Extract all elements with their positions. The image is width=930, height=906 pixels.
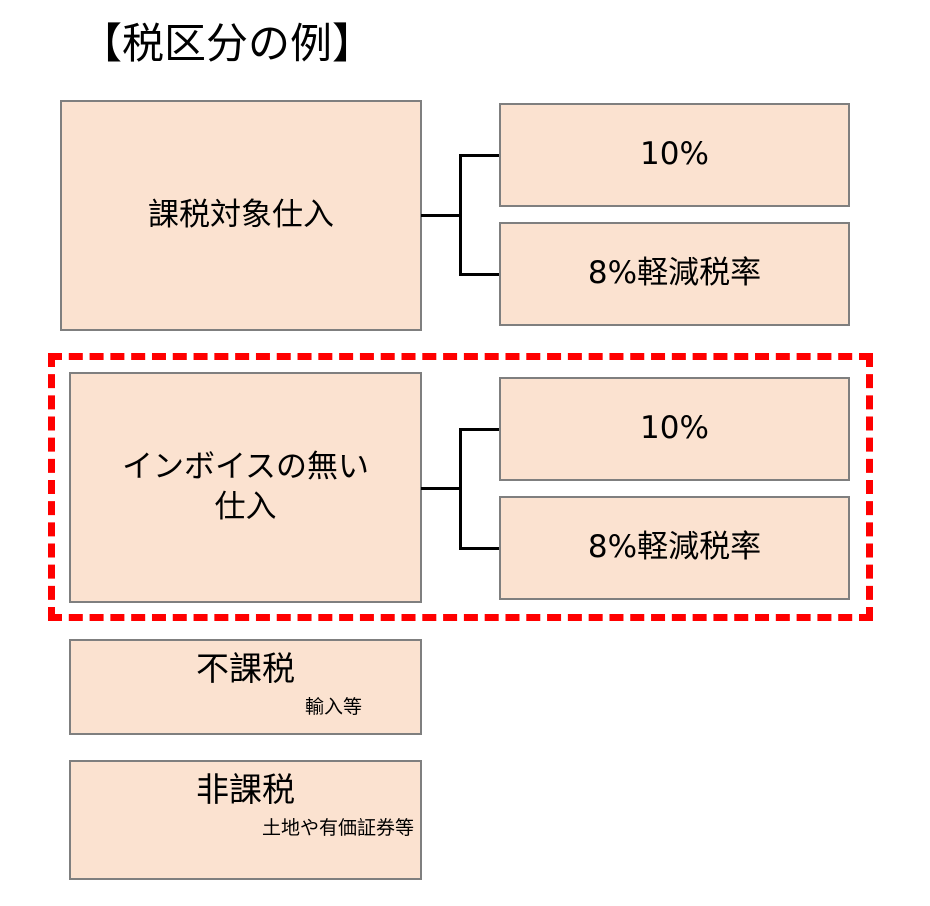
source-box-no-invoice-purchase[interactable]: インボイスの無い 仕入 — [69, 372, 422, 603]
page-title: 【税区分の例】 — [80, 19, 375, 68]
branch-box-group-1-rate-standard[interactable]: 10% — [499, 103, 850, 207]
branch-box-group-2-rate-reduced-label: 8%軽減税率 — [587, 529, 762, 566]
category-box-non-taxable-sublabel: 土地や有価証券等 — [261, 817, 414, 839]
connector-arm-group-2-branch-2 — [459, 547, 501, 550]
connector-arm-group-1-branch-2 — [459, 273, 501, 276]
connector-stem-group-2 — [421, 487, 462, 490]
source-box-no-invoice-purchase-label: インボイスの無い 仕入 — [121, 448, 370, 525]
connector-spine-group-1 — [459, 154, 462, 276]
connector-arm-group-1-branch-1 — [459, 154, 501, 157]
category-box-out-of-scope[interactable]: 不課税 輸入等 — [69, 639, 422, 735]
branch-box-group-1-rate-reduced[interactable]: 8%軽減税率 — [499, 222, 850, 326]
connector-spine-group-2 — [459, 428, 462, 550]
branch-box-group-2-rate-reduced[interactable]: 8%軽減税率 — [499, 496, 850, 600]
source-box-taxable-purchase[interactable]: 課税対象仕入 — [60, 100, 422, 331]
category-box-out-of-scope-label: 不課税 — [196, 649, 295, 688]
branch-box-group-2-rate-standard-label: 10% — [640, 410, 709, 447]
category-box-non-taxable[interactable]: 非課税 土地や有価証券等 — [69, 760, 422, 880]
branch-box-group-2-rate-standard[interactable]: 10% — [499, 377, 850, 481]
source-box-taxable-purchase-label: 課税対象仕入 — [148, 196, 334, 233]
connector-stem-group-1 — [421, 214, 462, 217]
category-box-out-of-scope-sublabel: 輸入等 — [304, 696, 362, 718]
category-box-non-taxable-label: 非課税 — [196, 770, 295, 809]
branch-box-group-1-rate-reduced-label: 8%軽減税率 — [587, 255, 762, 292]
branch-box-group-1-rate-standard-label: 10% — [640, 136, 709, 173]
connector-arm-group-2-branch-1 — [459, 428, 501, 431]
